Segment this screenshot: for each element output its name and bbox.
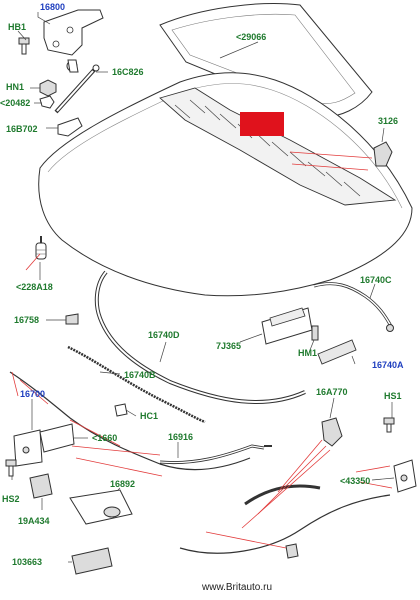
seal-16740c-inner [313, 282, 393, 329]
bonnet-edge-line [47, 83, 403, 209]
bolt-hs2 [5, 459, 17, 477]
label-hs1: HS1 [384, 391, 402, 401]
label-16916: 16916 [168, 432, 193, 442]
latch-7j365-top [269, 307, 306, 327]
label-16700: 16700 [20, 389, 45, 399]
seal-strip-inner-line [171, 13, 356, 104]
clip-16758 [65, 313, 79, 325]
label-16740d: 16740D [148, 330, 180, 340]
label-7j365: 7J365 [216, 341, 241, 351]
label-16740a: 16740A [372, 360, 404, 370]
cable-sleeve [159, 444, 265, 465]
latch-16700-plate [39, 423, 75, 453]
hinge-hole [52, 40, 60, 48]
label-16740b: 16740B [124, 370, 156, 380]
seal-16740c [313, 282, 394, 329]
label-16a770: 16A770 [316, 387, 348, 397]
part-labels: 16800 HB1 <29066 16C826 HN1 <20482 16B70… [0, 2, 404, 593]
cable-sleeve-inner [159, 445, 265, 464]
hinge-16800 [43, 9, 104, 56]
grommet-16a770 [321, 417, 343, 447]
lock-43350-pivot [400, 474, 408, 482]
switch-19a434 [29, 473, 53, 499]
label-16800: 16800 [40, 2, 65, 12]
label-103663: 103663 [12, 557, 42, 567]
label-hm1: HM1 [298, 348, 317, 358]
label-16758: 16758 [14, 315, 39, 325]
label-1660: <1660 [92, 433, 117, 443]
gas-strut-highlight [56, 70, 94, 112]
bolt-hb1 [18, 37, 30, 55]
bracket-16892-hole [103, 506, 121, 518]
label-16c826: 16C826 [112, 67, 144, 77]
clip-hc1 [114, 403, 128, 417]
label-16b702: 16B702 [6, 124, 38, 134]
label-29066: <29066 [236, 32, 266, 42]
gas-strut-end [92, 64, 100, 72]
label-hc1: HC1 [140, 411, 158, 421]
seal-16740b [67, 345, 206, 424]
leader-lines [11, 12, 395, 563]
bump-stop-3126 [373, 141, 393, 167]
bracket-16892 [69, 489, 133, 525]
seal-16740a [317, 339, 357, 365]
label-hb1: HB1 [8, 22, 26, 32]
hinge-hole [66, 26, 74, 34]
clip-20482 [39, 95, 55, 109]
watermark-text: www.Britauto.ru [201, 582, 272, 593]
label-16892: 16892 [110, 479, 135, 489]
screw-hm1 [311, 325, 319, 341]
release-cable-lower [179, 494, 391, 554]
bonnet-panel [38, 72, 413, 297]
seal-16740d-inner [95, 271, 306, 403]
label-3126: 3126 [378, 116, 398, 126]
label-16740c: 16740C [360, 275, 392, 285]
seal-16740c-end [386, 324, 394, 332]
nut-hn1 [39, 79, 57, 97]
label-228a18: <228A18 [16, 282, 53, 292]
latch-16700-pivot [22, 446, 30, 454]
cable-clip [285, 543, 299, 559]
red-callout-lines [11, 151, 393, 549]
buffer-228a18 [35, 236, 47, 260]
label-19a434: 19A434 [18, 516, 50, 526]
bracket-16b702 [57, 117, 83, 137]
handle-103663 [71, 547, 113, 575]
hinge-bracket [67, 59, 79, 73]
label-hn1: HN1 [6, 82, 24, 92]
label-43350: <43350 [340, 476, 370, 486]
label-20482: <20482 [0, 98, 30, 108]
cable-lower-sleeve [244, 484, 321, 506]
highlight-marker [240, 112, 284, 136]
bolt-hs1 [383, 417, 395, 433]
label-hs2: HS2 [2, 494, 20, 504]
release-cable-upper [9, 371, 251, 471]
